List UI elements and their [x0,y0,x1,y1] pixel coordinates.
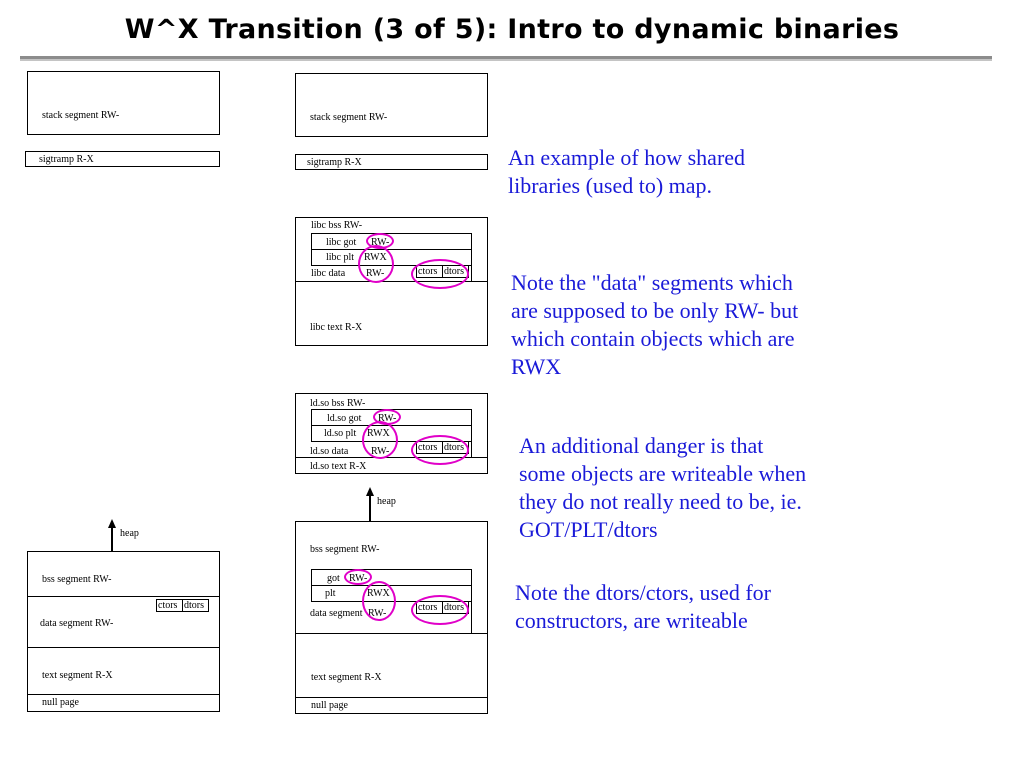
ldso-data-label: ld.so data [310,446,349,457]
left-lower-segments [27,551,220,712]
left-ctors-label: ctors [158,600,178,611]
note-line: which contain objects which are [511,326,795,351]
note-shared-libraries: An example of how shared libraries (used… [508,144,745,200]
left-stack-segment [27,71,220,135]
left-text-label: text segment R-X [42,670,113,681]
ldso-bss-label: ld.so bss RW- [310,398,366,409]
main-sub-left [311,569,312,601]
libc-plt-data-highlight [358,245,394,283]
left-heap-arrow-shaft [111,527,113,552]
main-text-top [295,633,488,634]
title-rule [20,56,992,59]
left-sigtramp-segment [25,151,220,167]
title-rule-shadow [20,59,992,61]
left-dtors-label: dtors [184,600,204,611]
note-line: Note the dtors/ctors, used for [515,580,771,605]
main-data-label: data segment [310,608,363,619]
note-line: Note the "data" segments which [511,270,793,295]
left-sigtramp-label: sigtramp R-X [39,154,94,165]
slide-title: W^X Transition (3 of 5): Intro to dynami… [124,14,900,45]
left-data-label: data segment RW- [40,618,114,629]
ldso-sub-right [471,409,472,457]
main-got-label: got [327,573,340,584]
left-dtors-box [182,599,209,612]
libc-got-top [311,233,472,234]
note-line: are supposed to be only RW- but [511,298,799,323]
main-ctors-dtors-highlight [411,595,469,625]
ldso-sub-left [311,409,312,441]
right-heap-arrow-icon [366,487,374,496]
left-bss-label: bss segment RW- [42,574,112,585]
libc-data-label: libc data [311,268,346,279]
note-line: some objects are writeable when [519,461,807,486]
note-line: libraries (used to) map. [508,173,713,198]
note-line: GOT/PLT/dtors [519,517,658,542]
note-line: they do not really need to be, ie. [519,489,802,514]
main-got-highlight [344,569,372,585]
right-heap-label: heap [377,496,396,507]
ldso-plt-label: ld.so plt [324,428,357,439]
libc-ctors-dtors-highlight [411,259,469,289]
note-line: RWX [511,354,562,379]
main-null-label: null page [311,700,348,711]
main-bss-label: bss segment RW- [310,544,380,555]
main-got-top [311,569,472,570]
main-text-label: text segment R-X [311,672,382,683]
main-binary-block [295,521,488,714]
libc-bss-label: libc bss RW- [311,220,363,231]
libc-text-top [295,281,488,282]
main-plt-top [311,585,472,586]
libc-text-label: libc text R-X [310,322,363,333]
left-null-label: null page [42,697,79,708]
note-data-segments: Note the "data" segments which are suppo… [511,269,798,381]
left-text-divider [27,694,220,695]
libc-plt-top [311,249,472,250]
libc-plt-label: libc plt [326,252,355,263]
main-sub-right [471,569,472,633]
libc-got-label: libc got [326,237,357,248]
left-stack-label: stack segment RW- [42,110,120,121]
right-sigtramp-segment [295,154,488,170]
ldso-ctors-dtors-highlight [411,435,469,465]
right-sigtramp-label: sigtramp R-X [307,157,362,168]
ldso-got-label: ld.so got [327,413,362,424]
main-plt-data-highlight [362,581,396,621]
right-stack-label: stack segment RW- [310,112,388,123]
left-heap-arrow-icon [108,519,116,528]
note-ctors-dtors: Note the dtors/ctors, used for construct… [515,579,771,635]
main-null-top [295,697,488,698]
libc-sub-left [311,233,312,265]
note-additional-danger: An additional danger is that some object… [519,432,806,544]
note-line: constructors, are writeable [515,608,748,633]
left-data-divider [27,647,220,648]
ldso-text-label: ld.so text R-X [310,461,367,472]
main-plt-label: plt [325,588,336,599]
left-bss-divider [27,596,220,597]
ldso-plt-data-highlight [362,421,398,459]
note-line: An additional danger is that [519,433,764,458]
right-heap-arrow-shaft [369,495,371,521]
note-line: An example of how shared [508,145,746,170]
ldso-text-top [295,457,488,458]
left-heap-label: heap [120,528,139,539]
right-stack-segment [295,73,488,137]
libc-sub-right [471,233,472,281]
